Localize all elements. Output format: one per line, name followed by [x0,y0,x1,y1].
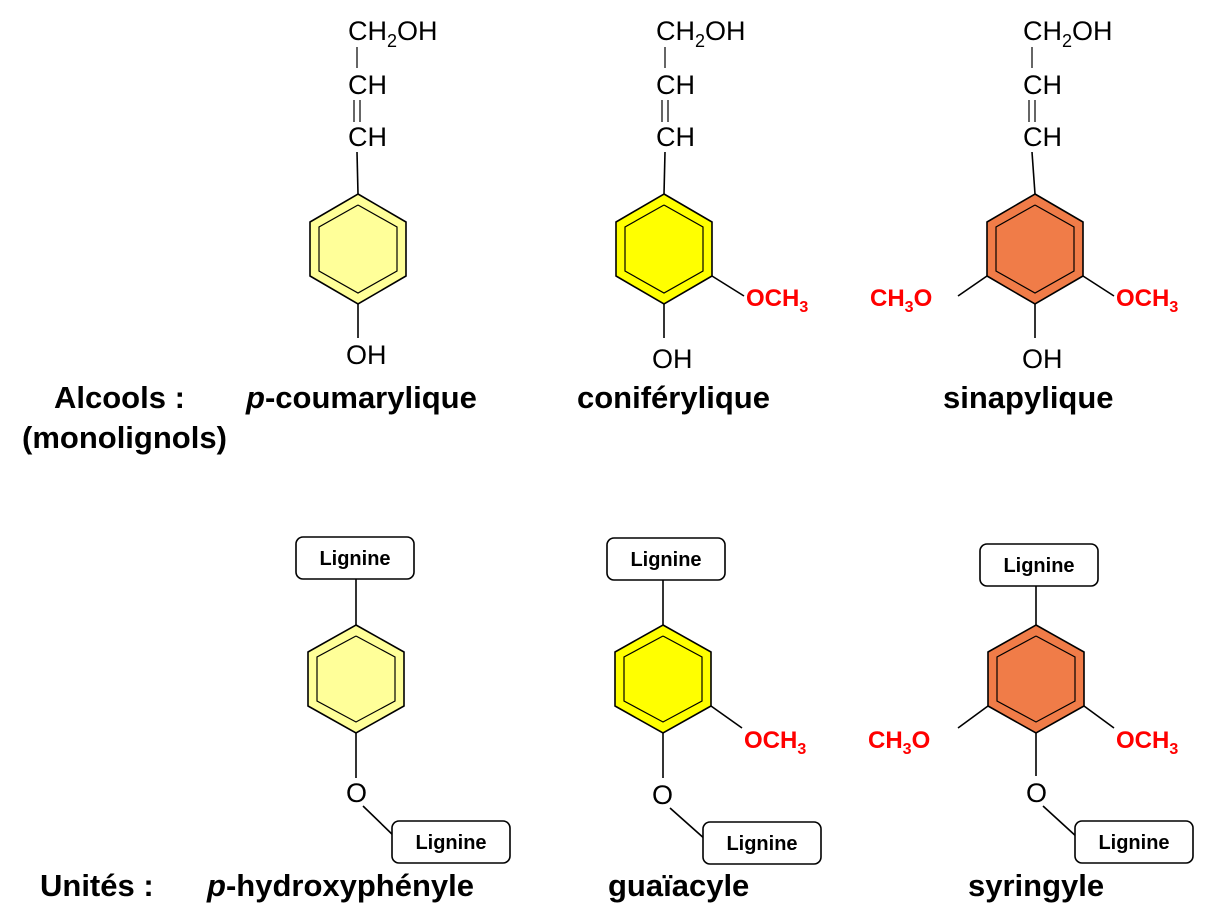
row1-label-alcools: Alcools : [54,380,185,415]
benzene-ring-g [615,193,713,305]
ring-inner-bond [995,204,1075,294]
ring-inner-bond [623,635,703,723]
ch2oh-group: CH2OH [348,16,438,51]
name-coniferylique: coniférylique [577,380,770,415]
oh-group: OH [1022,344,1063,374]
ch-group: CH [656,122,695,152]
ether-oxygen: O [1026,778,1047,808]
methoxy-group-right: OCH3 [1116,285,1178,316]
benzene-ring-h [307,624,405,734]
single-bond [1082,275,1115,297]
single-bond [1042,805,1079,839]
name-guaiacyle: guaïacyle [608,868,749,903]
ch-group: CH [1023,122,1062,152]
lignine-box-top [295,536,415,580]
lignine-box-bottom [391,820,511,864]
ch-group: CH [348,122,387,152]
single-bond [710,705,743,729]
benzene-ring-s [986,193,1084,305]
name-sinapylique: sinapylique [943,380,1114,415]
methoxy-group-right: OCH3 [1116,727,1178,758]
row2-label-unites: Unités : [40,868,154,903]
ring-inner-bond [996,635,1076,723]
name-p-hydroxyphenyle: p-hydroxyphényle [206,868,474,903]
unit-p-hydroxyphenyl: Lignine O Lignine [295,536,511,864]
benzene-ring-g [614,624,712,734]
single-bond [1031,151,1036,195]
single-bond [1083,705,1115,729]
methoxy-group-left: CH3O [870,285,932,316]
lignine-label: Lignine [630,549,701,571]
lignine-box-bottom [1074,820,1194,864]
single-bond [663,151,666,195]
name-syringyle: syringyle [968,868,1104,903]
lignine-label: Lignine [726,833,797,855]
lignine-label: Lignine [415,832,486,854]
ch2oh-group: CH2OH [1023,16,1113,51]
lignine-box-bottom [702,821,822,865]
lignine-label: Lignine [319,548,390,570]
ch-group: CH [348,70,387,100]
methoxy-group: OCH3 [746,285,808,316]
lignine-box-top [979,543,1099,587]
single-bond [957,275,988,297]
molecule-sinapyl-alcohol: CH2OH CH CH OCH3 CH3O OH [870,16,1178,374]
lignine-box-top [606,537,726,581]
ether-oxygen: O [652,780,673,810]
molecule-coniferyl-alcohol: CH2OH CH CH OCH3 OH [615,16,808,374]
single-bond [356,151,359,195]
oh-group: OH [652,344,693,374]
ring-inner-bond [624,204,704,294]
lignine-label: Lignine [1003,555,1074,577]
single-bond [711,275,745,297]
single-bond [957,705,989,729]
row1-label-monolignols: (monolignols) [22,420,227,455]
methoxy-group-left: CH3O [868,727,930,758]
ch-group: CH [1023,70,1062,100]
lignine-label: Lignine [1098,832,1169,854]
ring-inner-bond [318,204,398,294]
benzene-ring-s [987,624,1085,734]
single-bond [362,805,397,839]
unit-guaiacyl: Lignine OCH3 O Lignine [606,537,822,865]
ch2oh-group: CH2OH [656,16,746,51]
ch-group: CH [656,70,695,100]
unit-syringyl: Lignine OCH3 CH3O O Lignine [868,543,1194,864]
oh-group: OH [346,340,387,370]
benzene-ring-h [309,193,407,305]
ring-inner-bond [316,635,396,723]
name-p-coumarylique: p-coumarylique [245,380,477,415]
methoxy-group: OCH3 [744,727,806,758]
ether-oxygen: O [346,778,367,808]
single-bond [669,807,707,841]
molecule-p-coumaryl-alcohol: CH2OH CH CH OH [309,16,438,370]
